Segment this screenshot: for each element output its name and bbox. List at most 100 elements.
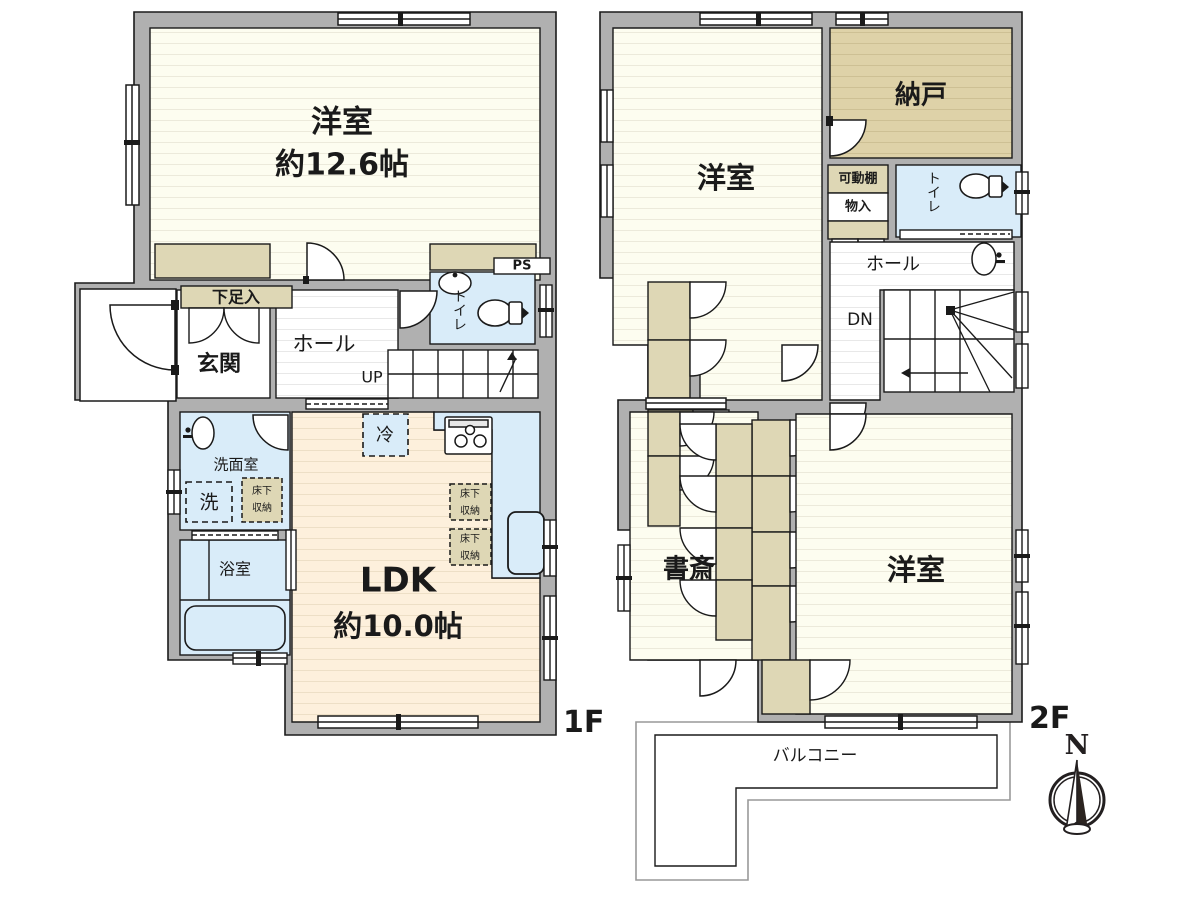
window-toilet-1f — [538, 284, 554, 338]
label-balcony: バルコニー — [773, 746, 858, 766]
closet-study-a — [647, 411, 681, 457]
label-bedroom-2f-north: 洋室 — [697, 161, 755, 195]
fixture-underfloor-storage-ldk-2 — [449, 528, 492, 566]
fixture-vanity-sink — [183, 416, 215, 450]
label-ldk-area: 約10.0帖 — [333, 609, 463, 643]
closet-bedroom-2f-n-b — [647, 339, 691, 399]
label-hall-2f: ホール — [866, 254, 920, 275]
window-toilet-2f — [1014, 171, 1030, 215]
window-study-north — [645, 397, 727, 410]
label-stairs-down: DN — [847, 310, 873, 330]
window-study-west — [616, 544, 632, 612]
label-hall-1f: ホール — [293, 332, 356, 356]
window-stairs-2f-1 — [1015, 291, 1029, 333]
door-washroom — [252, 414, 289, 451]
label-bedroom-2f-south: 洋室 — [887, 553, 945, 587]
fixture-stove — [444, 416, 493, 455]
window-ldk-west — [285, 529, 297, 591]
label-bedroom-1f: 洋室 — [311, 105, 373, 141]
fixture-toilet-bowl-2f — [959, 173, 1009, 199]
window-bedroom-north — [337, 12, 471, 26]
label-bedroom-1f-area: 約12.6帖 — [275, 148, 409, 183]
label-washroom: 洗面室 — [213, 456, 258, 474]
label-ufs-ldk-1a: 床下 — [460, 487, 480, 500]
window-ldk-south — [317, 714, 479, 730]
fixture-toilet-sink-1f — [438, 271, 472, 295]
label-closet-monoire: 物入 — [845, 199, 871, 215]
label-movable-shelf: 可動棚 — [838, 171, 877, 187]
door-bedroom-2f-south — [829, 413, 867, 451]
floor-2f-group: 洋室 納戸 ホール トイレ 書斎 洋室 バルコニー 可動棚 物入 DN 2F — [599, 11, 1070, 881]
window-bedroom-west — [124, 84, 140, 206]
window-bedroom-2f-south — [824, 714, 978, 730]
window-ldk-east-2 — [542, 595, 558, 681]
fixture-hall-sink-2f — [971, 242, 1005, 276]
closet-column-center — [751, 419, 791, 661]
room-bedroom-2f-south — [795, 413, 1013, 715]
opening-hall-ldk — [305, 398, 389, 410]
window-bedroom-2f-west-2 — [600, 164, 614, 218]
label-toilet-1f: トイレ — [451, 289, 467, 331]
fixture-closet-monoire — [827, 192, 889, 222]
window-stairs-2f-2 — [1015, 343, 1029, 389]
closet-bedroom-2f-n-a — [647, 281, 691, 341]
label-ldk: LDK — [360, 561, 438, 601]
fixture-kitchen-sink — [507, 511, 545, 575]
balcony-inner-line — [654, 734, 998, 867]
window-bedroom-2f-north-top — [699, 12, 813, 26]
window-ldk-east-1 — [542, 519, 558, 577]
fixture-bathtub — [184, 605, 286, 651]
label-floor-2f: 2F — [1029, 701, 1070, 736]
door-bedroom-2f-north — [781, 344, 819, 382]
label-floor-1f: 1F — [563, 705, 604, 740]
entry-porch — [79, 288, 179, 402]
label-pipe-shaft: PS — [513, 259, 532, 274]
closet-doors-column-study-side — [679, 423, 717, 617]
door-bedroom-1f — [303, 242, 345, 284]
north-compass: N — [1048, 730, 1106, 836]
stairs-up-1f — [387, 349, 539, 399]
window-bedroom-2f-s-east-2 — [1014, 591, 1030, 665]
room-hall-1f — [275, 289, 399, 399]
door-bathroom — [191, 530, 279, 541]
label-study: 書斎 — [663, 554, 715, 585]
fixture-washing-machine — [185, 481, 233, 523]
door-shoe-cabinet — [188, 307, 260, 344]
room-hall-2f — [829, 241, 1015, 401]
fixture-underfloor-storage-ldk-1 — [449, 483, 492, 521]
label-ufs-ldk-2a: 床下 — [460, 532, 480, 545]
fixture-underfloor-storage-washroom — [241, 477, 283, 523]
window-bedroom-2f-s-east-1 — [1014, 529, 1030, 583]
room-bedroom-1f — [149, 27, 541, 281]
window-storeroom — [835, 12, 889, 26]
label-underfloor-storage-washroom-2: 収納 — [252, 501, 272, 514]
closet-bedroom-2f-s — [761, 659, 811, 715]
floor-1f-group: 洋室 約12.6帖 LDK 約10.0帖 ホール 玄関 洗面室 浴室 トイレ 下… — [74, 11, 604, 740]
label-stairs-up: UP — [361, 368, 383, 387]
closet-bedroom-1f-left — [154, 243, 271, 279]
fixture-pipe-shaft — [493, 257, 551, 275]
label-refrigerator: 冷 — [376, 425, 394, 446]
label-underfloor-storage-washroom-1: 床下 — [252, 484, 272, 497]
label-genkan: 玄関 — [197, 351, 241, 377]
label-ufs-ldk-2b: 収納 — [460, 549, 480, 562]
fixture-movable-shelf — [827, 164, 889, 194]
window-bathroom — [232, 651, 288, 666]
door-study — [699, 659, 737, 697]
door-toilet-1f — [399, 290, 438, 329]
stairs-down-2f — [883, 289, 1015, 393]
fixture-closet-monoire-base — [827, 220, 889, 240]
compass-north-label: N — [1065, 730, 1090, 761]
label-bathroom: 浴室 — [219, 560, 251, 579]
fixture-toilet-bowl-1f — [477, 299, 529, 327]
label-toilet-2f: トイレ — [925, 171, 941, 213]
window-washroom — [166, 469, 182, 515]
label-washing-machine: 洗 — [199, 492, 218, 514]
window-bedroom-2f-west-1 — [600, 89, 614, 143]
door-toilet-2f — [899, 229, 1013, 240]
closet-study-b — [647, 455, 681, 527]
label-ufs-ldk-1b: 収納 — [460, 504, 480, 517]
label-shoe-cabinet: 下足入 — [212, 288, 260, 307]
